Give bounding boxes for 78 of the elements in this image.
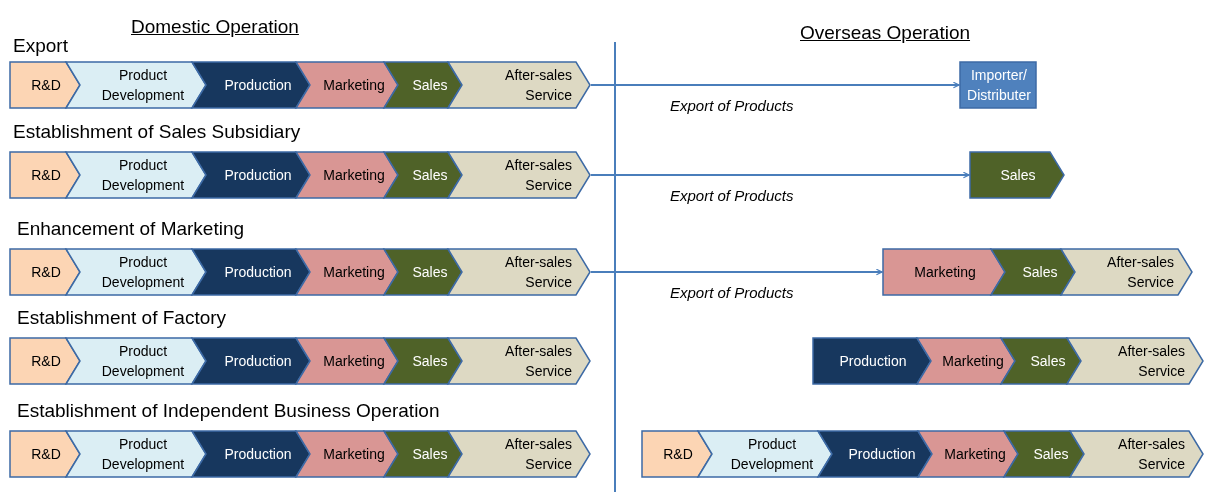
process-step [384, 62, 462, 108]
step-label: Marketing [323, 75, 385, 95]
step-label: Sales [1000, 165, 1036, 185]
step-label: R&D [31, 444, 61, 464]
process-step [384, 152, 462, 198]
step-label: R&D [31, 165, 61, 185]
process-step [813, 338, 931, 384]
step-label: R&D [31, 75, 61, 95]
step-label: Marketing [914, 262, 976, 282]
step-label: Sales [1030, 351, 1066, 371]
step-label: Production [224, 351, 292, 371]
arrow [590, 171, 970, 179]
step-label: R&D [663, 444, 693, 464]
step-label: After-sales Service [504, 155, 572, 195]
arrow [590, 268, 883, 276]
step-label: R&D [31, 351, 61, 371]
row-heading: Export [13, 35, 68, 57]
edge-label: Export of Products [668, 97, 796, 114]
step-label: Marketing [323, 444, 385, 464]
step-label: Product Development [729, 434, 815, 474]
step-label: Production [848, 444, 916, 464]
row-heading: Establishment of Independent Business Operation [17, 400, 440, 422]
step-label: After-sales Service [1106, 252, 1174, 292]
process-step [883, 249, 1005, 295]
step-label: After-sales Service [1117, 434, 1185, 474]
process-step [970, 152, 1064, 198]
step-label: After-sales Service [504, 341, 572, 381]
step-label: Sales [412, 75, 448, 95]
step-label: Production [224, 165, 292, 185]
process-step [448, 249, 590, 295]
process-step [1070, 431, 1203, 477]
process-box [960, 62, 1036, 108]
row-heading: Establishment of Factory [17, 307, 227, 329]
step-label: Production [839, 351, 907, 371]
row-heading: Enhancement of Marketing [17, 218, 245, 240]
process-step [448, 338, 590, 384]
step-label: Sales [412, 165, 448, 185]
step-label: Marketing [323, 165, 385, 185]
process-step [448, 152, 590, 198]
step-label: After-sales Service [1117, 341, 1185, 381]
process-step [1067, 338, 1203, 384]
process-step [991, 249, 1075, 295]
step-label: Sales [412, 262, 448, 282]
step-label: Importer/ Distributer [966, 65, 1032, 105]
process-step [1061, 249, 1192, 295]
process-step [1004, 431, 1084, 477]
step-label: R&D [31, 262, 61, 282]
step-label: Sales [1033, 444, 1069, 464]
process-step [384, 338, 462, 384]
step-label: Product Development [100, 434, 186, 474]
section-heading: Domestic Operation [131, 16, 299, 38]
step-label: Sales [1022, 262, 1058, 282]
step-label: Sales [412, 351, 448, 371]
process-step [448, 431, 590, 477]
step-label: Marketing [944, 444, 1006, 464]
edge-label: Export of Products [668, 187, 796, 204]
step-label: Sales [412, 444, 448, 464]
section-heading: Overseas Operation [800, 22, 971, 44]
step-label: Production [224, 444, 292, 464]
process-step [1001, 338, 1081, 384]
process-step [384, 249, 462, 295]
step-label: Production [224, 75, 292, 95]
step-label: Production [224, 262, 292, 282]
row-heading: Establishment of Sales Subsidiary [13, 121, 301, 143]
step-label: Marketing [942, 351, 1004, 371]
step-label: After-sales Service [504, 65, 572, 105]
step-label: Marketing [323, 351, 385, 371]
step-label: Product Development [100, 155, 186, 195]
step-label: Product Development [100, 252, 186, 292]
step-label: Product Development [100, 65, 186, 105]
step-label: After-sales Service [504, 252, 572, 292]
process-step [448, 62, 590, 108]
process-step [384, 431, 462, 477]
step-label: After-sales Service [504, 434, 572, 474]
edge-label: Export of Products [668, 284, 796, 301]
arrow [590, 81, 960, 89]
step-label: Product Development [100, 341, 186, 381]
step-label: Marketing [323, 262, 385, 282]
